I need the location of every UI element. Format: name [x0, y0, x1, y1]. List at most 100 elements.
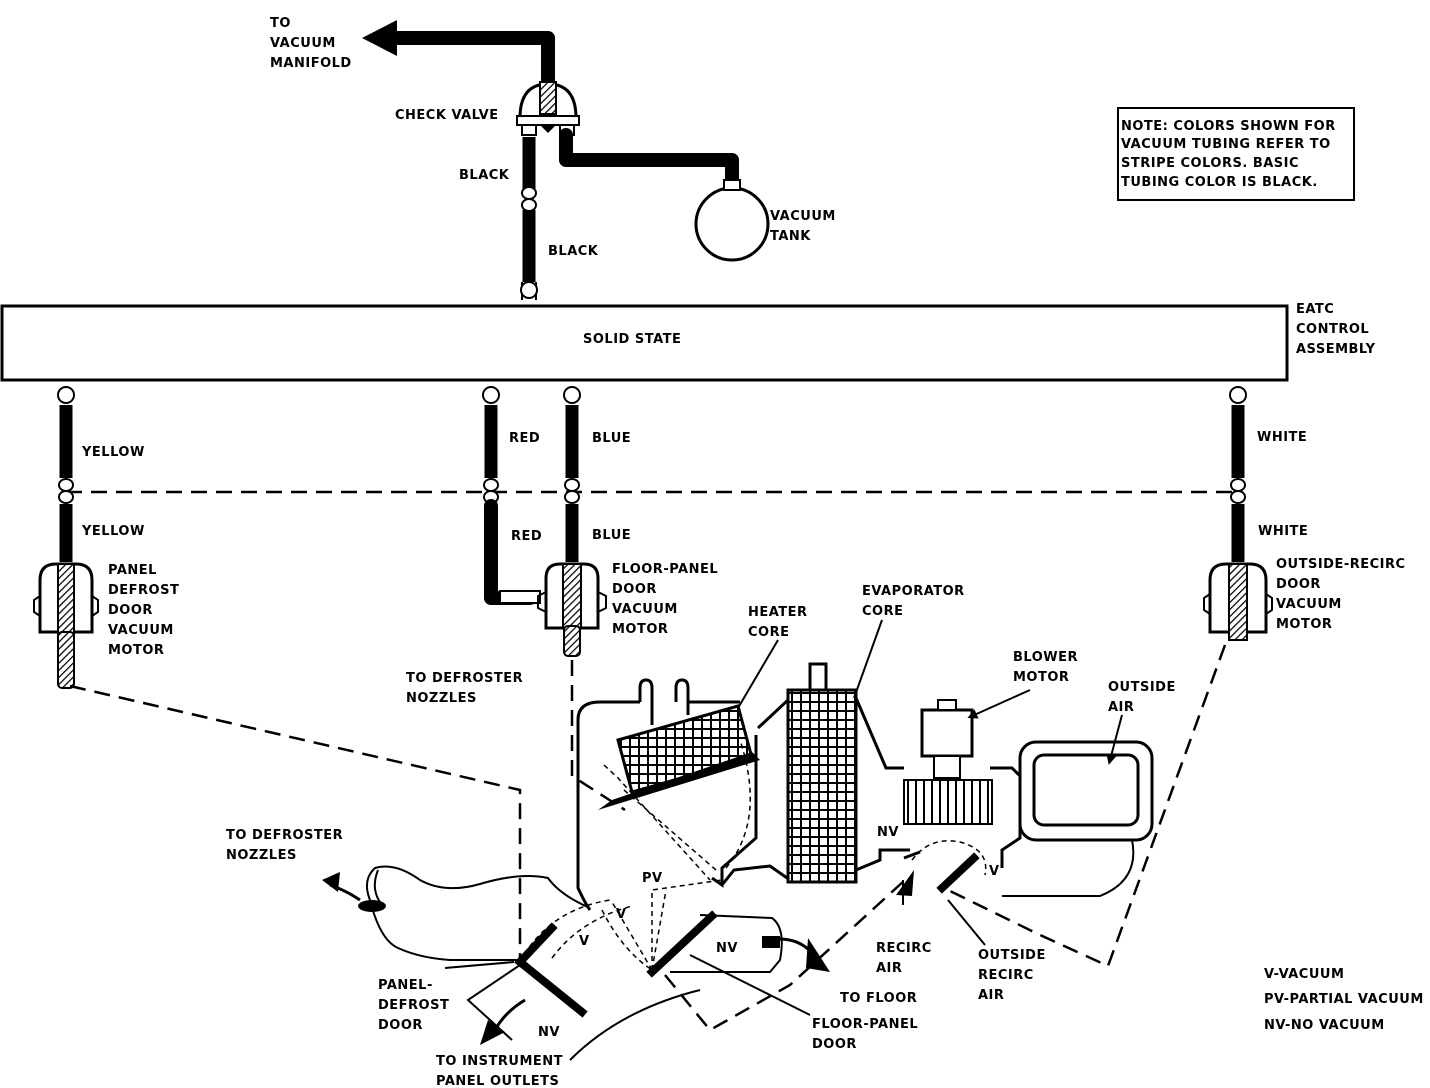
pv-mark: PV	[642, 871, 663, 886]
svg-text:VACUUM: VACUUM	[270, 36, 336, 51]
floor-panel-motor-label: FLOOR-PANEL DOOR VACUUM MOTOR	[612, 562, 718, 637]
outside-recirc-door	[903, 840, 987, 894]
heater-core-label: HEATER CORE	[748, 605, 808, 640]
to-floor-label: TO FLOOR	[840, 991, 917, 1006]
white-label-lower: WHITE	[1258, 524, 1308, 539]
svg-text:FLOOR-PANEL: FLOOR-PANEL	[812, 1017, 918, 1032]
blue-tube	[563, 386, 581, 562]
panel-defrost-door-label: PANEL- DEFROST DOOR	[378, 978, 449, 1033]
svg-text:TO: TO	[270, 16, 291, 31]
panel-defrost-door	[514, 922, 588, 1018]
svg-text:DOOR: DOOR	[812, 1037, 857, 1052]
svg-text:HEATER: HEATER	[748, 605, 808, 620]
svg-text:MOTOR: MOTOR	[108, 643, 164, 658]
panel-defrost-motor-label: PANEL DEFROST DOOR VACUUM MOTOR	[108, 563, 179, 658]
svg-text:VACUUM: VACUUM	[108, 623, 174, 638]
svg-text:TUBING COLOR IS BLACK.: TUBING COLOR IS BLACK.	[1121, 175, 1318, 190]
outside-recirc-linkage	[947, 644, 1227, 968]
svg-text:TO DEFROSTER: TO DEFROSTER	[406, 671, 523, 686]
svg-text:NV-NO VACUUM: NV-NO VACUUM	[1264, 1018, 1385, 1033]
legend: V-VACUUM PV-PARTIAL VACUUM NV-NO VACUUM	[1264, 967, 1424, 1033]
eatc-control-assembly	[0, 304, 1289, 382]
svg-text:VACUUM TUBING REFER TO: VACUUM TUBING REFER TO	[1121, 137, 1331, 152]
svg-text:TO INSTRUMENT: TO INSTRUMENT	[436, 1054, 563, 1069]
nv-mark-recirc: NV	[877, 825, 899, 840]
blower-motor	[903, 699, 993, 825]
defroster-duct	[322, 865, 591, 961]
svg-text:PANEL OUTLETS: PANEL OUTLETS	[436, 1074, 559, 1088]
floor-duct	[670, 914, 830, 973]
white-tube	[1229, 386, 1247, 562]
svg-text:RECIRC: RECIRC	[978, 968, 1034, 983]
check-valve	[516, 81, 580, 136]
blower-motor-leader	[967, 689, 1031, 719]
black-tube	[520, 137, 538, 300]
svg-text:DOOR: DOOR	[378, 1018, 423, 1033]
svg-text:DOOR: DOOR	[612, 582, 657, 597]
svg-text:NOZZLES: NOZZLES	[406, 691, 477, 706]
svg-text:EVAPORATOR: EVAPORATOR	[862, 584, 965, 599]
svg-text:VACUUM: VACUUM	[612, 602, 678, 617]
black-label-upper: BLACK	[459, 168, 510, 183]
svg-text:AIR: AIR	[978, 988, 1004, 1003]
svg-text:OUTSIDE-RECIRC: OUTSIDE-RECIRC	[1276, 557, 1406, 572]
vacuum-tank	[559, 128, 770, 262]
floor-panel-vacuum-motor	[537, 562, 607, 657]
svg-text:CORE: CORE	[862, 604, 903, 619]
to-defroster-nozzles-upper: TO DEFROSTER NOZZLES	[406, 671, 523, 706]
recirc-air-arrow	[896, 870, 914, 905]
instrument-panel-duct	[466, 964, 701, 1061]
outside-recirc-air-label: OUTSIDE RECIRC AIR	[978, 948, 1046, 1003]
recirc-air-label: RECIRC AIR	[876, 941, 931, 976]
evaporator-core-leader	[853, 619, 883, 699]
red-label-lower: RED	[511, 529, 542, 544]
svg-text:EATC: EATC	[1296, 302, 1334, 317]
outside-air-label: OUTSIDE AIR	[1108, 680, 1176, 715]
svg-text:AIR: AIR	[876, 961, 902, 976]
yellow-label-upper: YELLOW	[81, 445, 145, 460]
outside-air-inlet	[1002, 740, 1154, 897]
floor-panel-door-leader	[689, 954, 811, 1016]
svg-text:NOZZLES: NOZZLES	[226, 848, 297, 863]
outside-air-leader	[1106, 714, 1123, 765]
nv-mark-floor: NV	[716, 941, 738, 956]
svg-text:V-VACUUM: V-VACUUM	[1264, 967, 1344, 982]
red-tube	[482, 386, 541, 605]
panel-defrost-linkage	[69, 684, 522, 965]
svg-text:MOTOR: MOTOR	[1276, 617, 1332, 632]
svg-text:CORE: CORE	[748, 625, 789, 640]
eatc-label: EATC CONTROL ASSEMBLY	[1296, 302, 1376, 357]
svg-text:TO DEFROSTER: TO DEFROSTER	[226, 828, 343, 843]
svg-text:DEFROST: DEFROST	[378, 998, 449, 1013]
outside-recirc-air-leader	[947, 899, 986, 946]
heater-core	[598, 678, 760, 810]
red-label-upper: RED	[509, 431, 540, 446]
svg-text:OUTSIDE: OUTSIDE	[1108, 680, 1176, 695]
outside-recirc-motor-label: OUTSIDE-RECIRC DOOR VACUUM MOTOR	[1276, 557, 1406, 632]
svg-text:PANEL-: PANEL-	[378, 978, 433, 993]
svg-text:STRIPE COLORS. BASIC: STRIPE COLORS. BASIC	[1121, 156, 1299, 171]
white-label-upper: WHITE	[1257, 430, 1307, 445]
svg-text:DEFROST: DEFROST	[108, 583, 179, 598]
svg-text:ASSEMBLY: ASSEMBLY	[1296, 342, 1376, 357]
heater-core-leader	[737, 639, 779, 709]
blue-label-lower: BLUE	[592, 528, 631, 543]
svg-text:NOTE: COLORS SHOWN FOR: NOTE: COLORS SHOWN FOR	[1121, 119, 1336, 134]
vacuum-tank-label: VACUUM TANK	[770, 209, 836, 244]
to-instrument-panel-label: TO INSTRUMENT PANEL OUTLETS	[436, 1054, 563, 1088]
svg-text:OUTSIDE: OUTSIDE	[978, 948, 1046, 963]
floor-panel-door	[646, 910, 718, 978]
yellow-tube	[57, 386, 75, 562]
to-vacuum-manifold-label: TO VACUUM MANIFOLD	[270, 16, 351, 71]
v-mark-right: V	[989, 864, 1000, 879]
svg-text:BLOWER: BLOWER	[1013, 650, 1078, 665]
svg-text:MOTOR: MOTOR	[1013, 670, 1069, 685]
svg-text:VACUUM: VACUUM	[770, 209, 836, 224]
svg-text:DOOR: DOOR	[108, 603, 153, 618]
manifold-line	[362, 20, 555, 87]
evaporator-core	[786, 662, 858, 884]
svg-text:PV-PARTIAL VACUUM: PV-PARTIAL VACUUM	[1264, 992, 1424, 1007]
svg-text:DOOR: DOOR	[1276, 577, 1321, 592]
svg-text:MOTOR: MOTOR	[612, 622, 668, 637]
